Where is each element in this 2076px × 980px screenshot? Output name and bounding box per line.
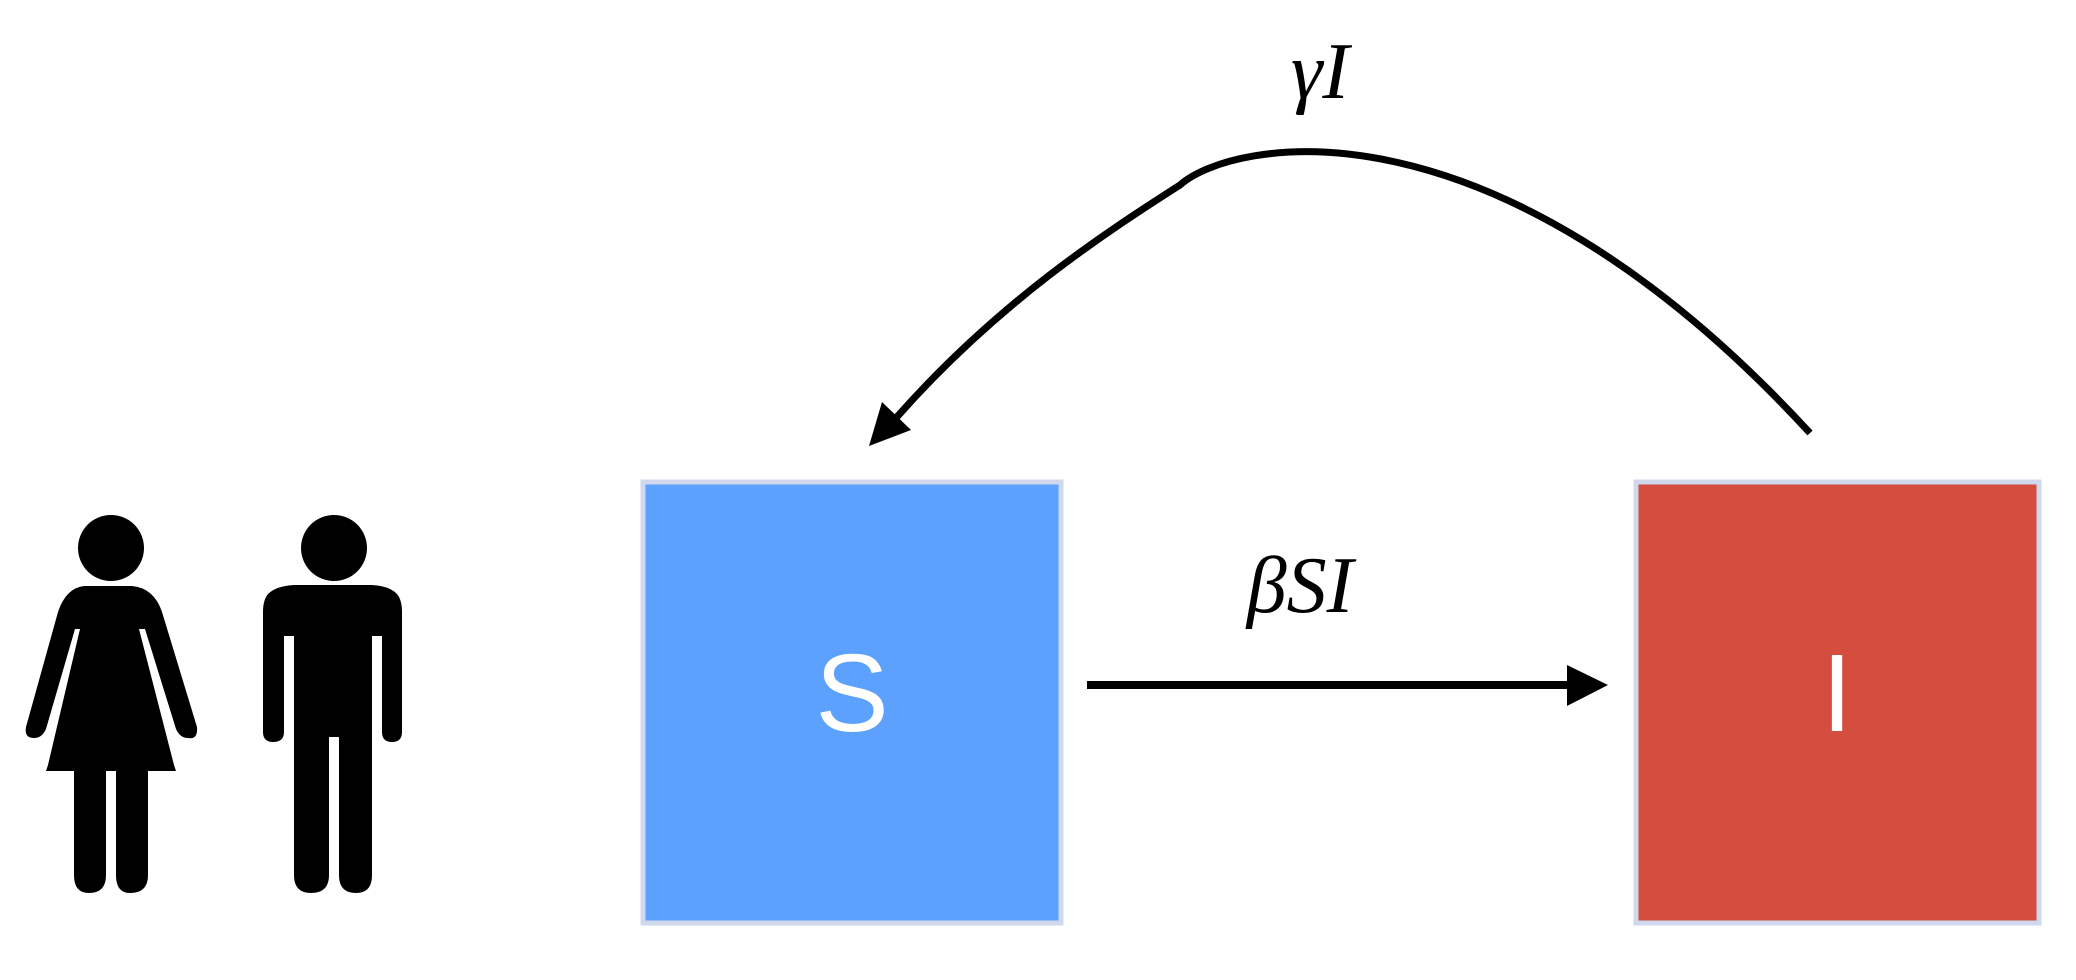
compartment-s-box — [640, 479, 1064, 926]
man-icon — [263, 515, 402, 893]
recovery-rate-label: γI — [1291, 28, 1353, 116]
recovery-arrow — [869, 148, 1813, 446]
infection-arrow — [1087, 665, 1608, 706]
compartment-s-label: S — [815, 632, 888, 755]
compartment-s: S — [640, 479, 1064, 926]
compartment-i: I — [1633, 479, 2042, 926]
compartment-i-label: I — [1822, 632, 1853, 755]
compartment-i-box — [1633, 479, 2042, 926]
infection-rate-label: βSI — [1245, 542, 1357, 630]
woman-icon — [25, 515, 198, 893]
